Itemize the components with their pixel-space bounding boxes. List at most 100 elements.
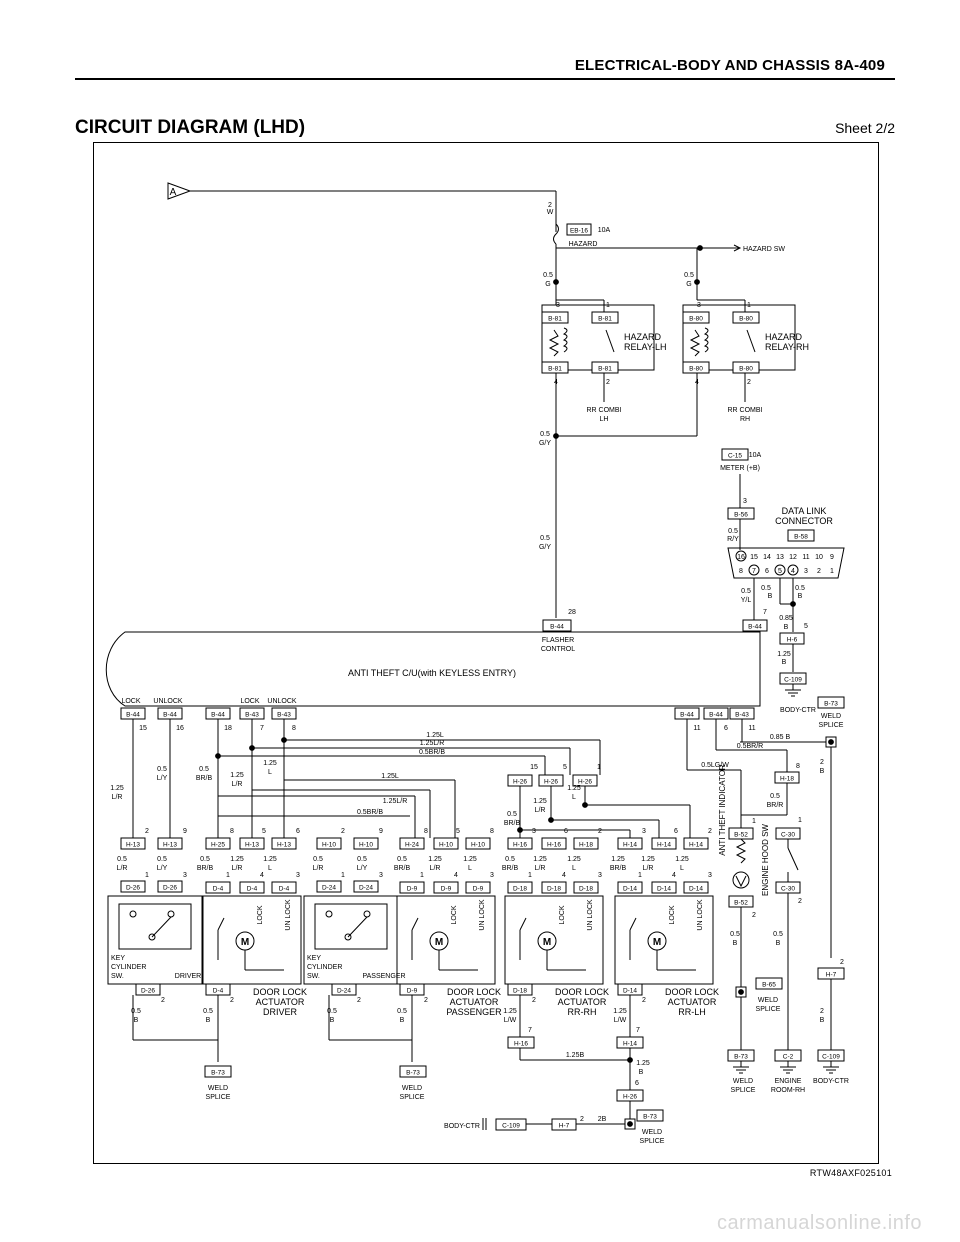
diagram-label: 8	[490, 828, 494, 835]
diagram-label: BR/B	[196, 775, 213, 782]
diagram-label: 0.85	[779, 615, 793, 622]
diagram-label: L/R	[232, 781, 243, 788]
indicator-diode	[735, 875, 747, 888]
relay-conn	[732, 311, 760, 324]
diagram-label: 1.25	[777, 651, 791, 658]
diagram-label: B	[820, 1017, 825, 1024]
switch-contact	[129, 910, 137, 918]
act-h3-0	[271, 837, 297, 850]
diagram-label: 2	[606, 379, 610, 386]
diagram-label: 0.5	[761, 585, 771, 592]
diagram-label: L/R	[232, 865, 243, 872]
relay-conn	[732, 361, 760, 374]
ksw-h-0	[120, 837, 146, 850]
act-h2-2	[541, 837, 567, 850]
diagram-label: L	[572, 865, 576, 872]
act-d-3-label: D-14	[689, 886, 703, 893]
diagram-label: 16	[737, 554, 745, 561]
diagram-label: 2	[708, 828, 712, 835]
top-conn-0-label: B-44	[126, 712, 140, 719]
diagram-label: 6	[674, 828, 678, 835]
top-conn-5-label: B-44	[680, 712, 694, 719]
dlc-conn-b	[787, 529, 815, 542]
junction-dot	[627, 1121, 633, 1127]
diagram-label: 3	[296, 872, 300, 879]
diagram-label: KEY	[111, 955, 125, 962]
diagram-label: 2	[598, 828, 602, 835]
diagram-label: DRIVER	[263, 1007, 298, 1017]
bottom-c109	[495, 1118, 527, 1131]
relay-conn-label: B-81	[598, 366, 612, 373]
relay-conn-label: B-81	[548, 316, 562, 323]
diagram-label: 8	[796, 763, 800, 770]
act-d-0-label: D-4	[279, 886, 290, 893]
diagram-label: 3	[804, 568, 808, 575]
diagram-label: B	[798, 593, 803, 600]
relay-rh-name: RELAY-RH	[765, 342, 809, 352]
diagram-label: 0.85 B	[770, 734, 791, 741]
act-h2-0	[239, 837, 265, 850]
junction-dot	[249, 745, 255, 751]
diagram-label: WELD	[402, 1085, 422, 1092]
act-h2-3	[651, 837, 677, 850]
junction-dot	[553, 279, 559, 285]
diagram-label: 0.5	[200, 856, 210, 863]
dlc-pin-marker	[735, 550, 747, 562]
act-h3-0-label: H-13	[277, 842, 291, 849]
arrow-head	[733, 244, 742, 252]
diagram-label: 3	[743, 498, 747, 505]
diagram-label: 2	[817, 568, 821, 575]
diagram-label: L	[680, 865, 684, 872]
ksw-d-1-label: D-24	[322, 885, 336, 892]
relay-resistor	[689, 329, 701, 357]
diagram-label: 1.25	[636, 1060, 650, 1067]
diagram-label: SW.	[307, 973, 320, 980]
diagram-label: 4	[672, 872, 676, 879]
bottom-h7	[551, 1118, 577, 1131]
ecu-body	[105, 631, 761, 707]
relay-contact	[746, 329, 756, 353]
motor-letter: M	[543, 937, 551, 948]
act-h3-3	[683, 837, 709, 850]
diagram-label: UNLOCK	[267, 698, 297, 705]
diagram-label: 0.5	[795, 585, 805, 592]
relay-conn-label: B-80	[689, 366, 703, 373]
diagram-label: BR/B	[394, 865, 411, 872]
diagram-label: 0.5	[507, 811, 517, 818]
switch-contact	[325, 910, 333, 918]
diagram-label: LH	[600, 416, 609, 423]
act-h-3	[617, 837, 643, 850]
diagram-label: BODY-CTR	[813, 1078, 849, 1085]
diagram-label: 1.25	[675, 856, 689, 863]
weld-b73-top	[817, 696, 845, 709]
switch-arm	[347, 916, 368, 938]
act-h-0	[205, 837, 231, 850]
diagram-label: DOOR LOCK	[447, 987, 501, 997]
diagram-label: SPLICE	[400, 1094, 425, 1101]
diagram-label: WELD	[821, 713, 841, 720]
diagram-label: 1.25	[533, 856, 547, 863]
diagram-label: 1.25	[110, 785, 124, 792]
h7-right-label: H-7	[826, 972, 837, 979]
act-d-3	[683, 881, 709, 894]
diagram-label: 11	[748, 725, 755, 732]
diagram-label: 0.5	[131, 1008, 141, 1015]
diagram-label: 13	[776, 554, 784, 561]
act-h-1	[399, 837, 425, 850]
diagram-label: 3	[490, 872, 494, 879]
dlc-pin-marker	[787, 564, 799, 576]
diagram-label: B	[733, 940, 738, 947]
diagram-label: 0.5	[157, 856, 167, 863]
diagram-label: RR COMBI	[587, 407, 622, 414]
diagram-label: 1	[747, 302, 751, 309]
diagram-label: B	[782, 659, 787, 666]
diagram-label: RR COMBI	[728, 407, 763, 414]
junction-dot	[548, 817, 554, 823]
diagram-label: CYLINDER	[111, 964, 146, 971]
diagram-label: 1	[798, 817, 802, 824]
diagram-label: 3	[697, 302, 701, 309]
diagram-label: R/Y	[727, 536, 739, 543]
diagram-label: HAZARD SW	[743, 246, 785, 253]
diagram-label: L/Y	[157, 865, 168, 872]
diagram-label: 2B	[598, 1116, 607, 1123]
